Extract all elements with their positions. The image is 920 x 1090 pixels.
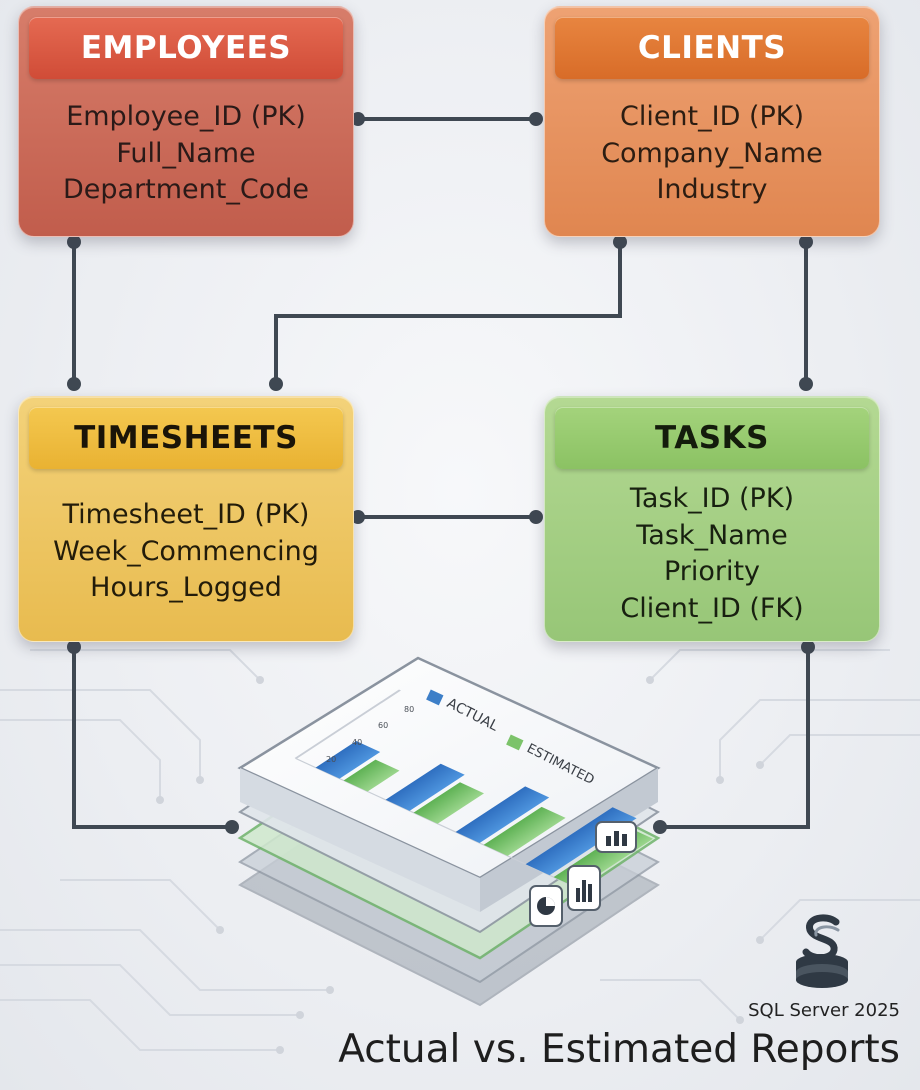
clients-title: CLIENTS — [555, 17, 869, 79]
field-timesheet-id: Timesheet_ID (PK) — [62, 499, 310, 530]
relationship-lines — [72, 117, 810, 829]
column-chart-icon — [567, 865, 601, 911]
legend-swatch-actual — [426, 689, 444, 706]
y-tick: 40 — [352, 738, 362, 747]
legend-swatch-estimated — [506, 734, 524, 751]
field-priority: Priority — [663, 556, 761, 587]
y-ticks: 80 60 40 20 — [326, 705, 414, 764]
rel-clients-timesheets — [274, 242, 622, 384]
bar-estimated — [483, 806, 566, 856]
employees-title: EMPLOYEES — [29, 17, 343, 79]
brand-label: SQL Server 2025 — [748, 1000, 900, 1021]
field-hours-logged: Hours_Logged — [90, 572, 282, 603]
bar-estimated — [413, 782, 485, 824]
y-tick: 60 — [378, 721, 388, 730]
field-client-id: Client_ID (PK) — [619, 101, 805, 132]
tasks-title: TASKS — [555, 407, 869, 469]
y-tick: 80 — [404, 705, 414, 714]
bar-estimated — [343, 759, 400, 792]
field-client-id-fk: Client_ID (FK) — [620, 592, 804, 624]
connector-dots — [67, 112, 815, 834]
field-full-name: Full_Name — [116, 137, 256, 169]
field-industry: Industry — [656, 174, 768, 205]
timesheets-table[interactable]: TIMESHEETS Timesheet_ID (PK) Week_Commen… — [18, 396, 354, 642]
rel-timesheets-report — [72, 647, 232, 829]
field-employee-id: Employee_ID (PK) — [66, 101, 306, 132]
clients-table[interactable]: CLIENTS Client_ID (PK) Company_Name Indu… — [544, 6, 880, 237]
rel-tasks-report — [660, 647, 810, 829]
pie-chart-icon — [529, 885, 563, 927]
field-department-code: Department_Code — [62, 174, 309, 205]
field-task-id: Task_ID (PK) — [629, 483, 795, 514]
tasks-table[interactable]: TASKS Task_ID (PK) Task_Name Priority Cl… — [544, 396, 880, 642]
bar-actual — [315, 741, 381, 779]
bar-actual — [455, 786, 550, 844]
report-title: Actual vs. Estimated Reports — [338, 1027, 900, 1072]
employees-fields: Employee_ID (PK) Full_Name Department_Co… — [19, 99, 353, 209]
timesheets-title: TIMESHEETS — [29, 407, 343, 469]
employees-table[interactable]: EMPLOYEES Employee_ID (PK) Full_Name Dep… — [18, 6, 354, 237]
bar-actual — [385, 763, 465, 811]
clients-fields: Client_ID (PK) Company_Name Industry — [545, 99, 879, 209]
field-week-commencing: Week_Commencing — [53, 535, 319, 567]
sql-server-logo-icon — [796, 914, 848, 988]
timesheets-fields: Timesheet_ID (PK) Week_Commencing Hours_… — [19, 497, 353, 607]
field-company-name: Company_Name — [601, 137, 823, 169]
y-tick: 20 — [326, 755, 336, 764]
tasks-fields: Task_ID (PK) Task_Name Priority Client_I… — [545, 481, 879, 627]
field-task-name: Task_Name — [636, 519, 788, 551]
bar-chart-icon — [595, 821, 637, 853]
